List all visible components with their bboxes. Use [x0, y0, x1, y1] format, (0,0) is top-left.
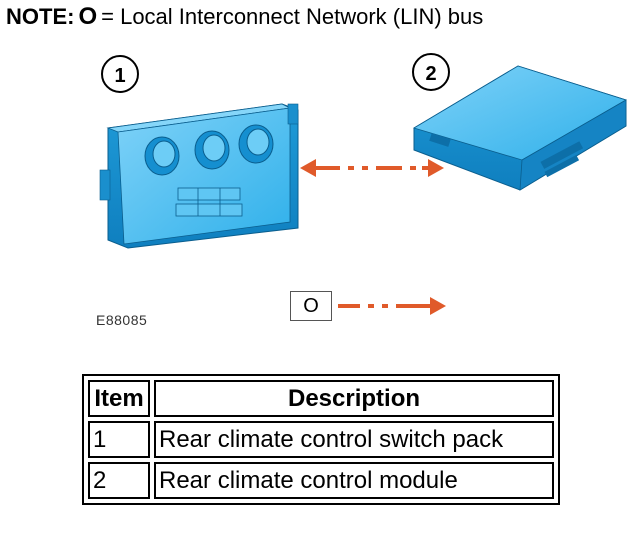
- module-illustration: [413, 65, 627, 191]
- row-item-number: 2: [88, 462, 150, 499]
- knob-right: [238, 124, 274, 164]
- note-label: NOTE:: [6, 4, 75, 29]
- row-description: Rear climate control switch pack: [154, 421, 554, 458]
- table-row: 1 Rear climate control switch pack: [88, 421, 554, 458]
- items-table: Item Description 1 Rear climate control …: [82, 374, 560, 505]
- table-header-row: Item Description: [88, 380, 554, 417]
- lin-bus-arrow: [300, 159, 444, 177]
- note-symbol: O: [78, 3, 98, 30]
- svg-text:2: 2: [425, 63, 436, 85]
- header-description: Description: [154, 380, 554, 417]
- component-diagram: 1 2: [99, 53, 627, 315]
- note-line: NOTE:O= Local Interconnect Network (LIN)…: [6, 2, 483, 32]
- figure-code: E88085: [96, 312, 148, 328]
- legend-symbol-box: O: [290, 291, 332, 321]
- note-text: = Local Interconnect Network (LIN) bus: [101, 4, 484, 29]
- header-item: Item: [88, 380, 150, 417]
- legend-arrow: [338, 297, 446, 315]
- row-item-number: 1: [88, 421, 150, 458]
- switch-pack-illustration: [99, 103, 299, 249]
- callout-1: 1: [101, 55, 139, 93]
- knob-left: [144, 136, 180, 176]
- row-description: Rear climate control module: [154, 462, 554, 499]
- knob-center: [194, 130, 230, 170]
- callout-2: 2: [412, 53, 450, 91]
- svg-text:1: 1: [114, 65, 125, 87]
- table-row: 2 Rear climate control module: [88, 462, 554, 499]
